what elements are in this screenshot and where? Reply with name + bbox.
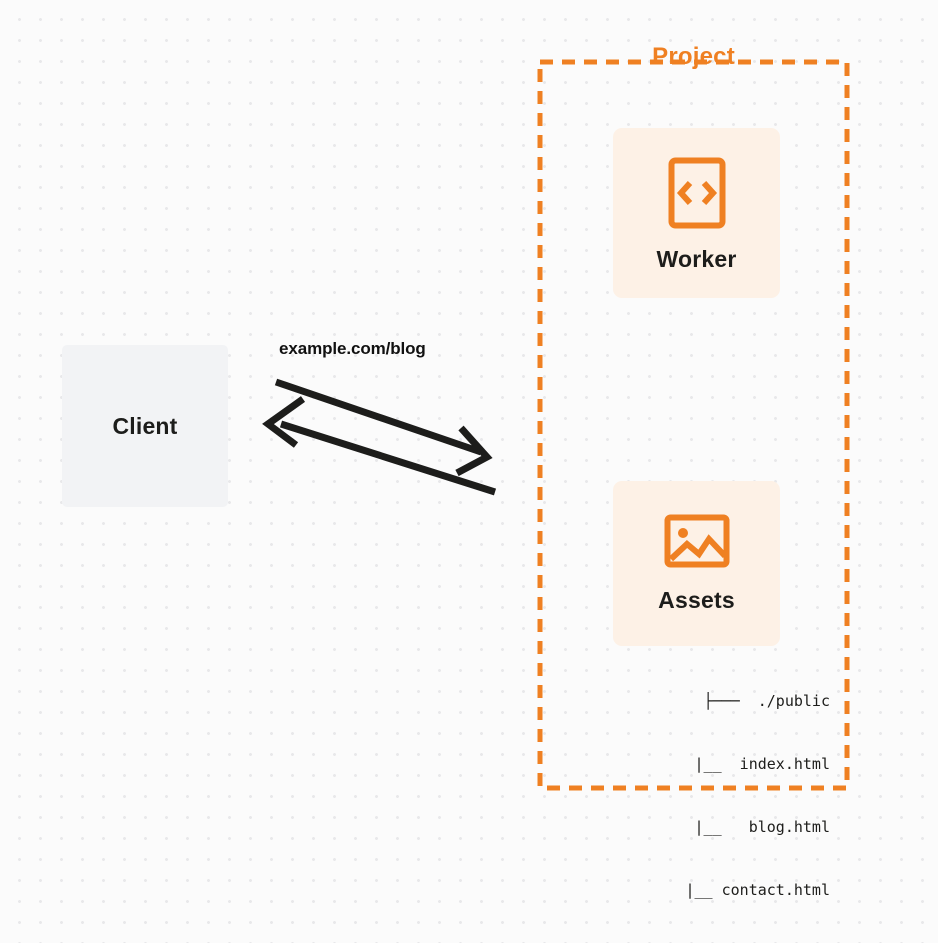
file-tree-row: |__ blog.html (667, 818, 830, 836)
project-dashed-border (537, 59, 850, 791)
file-tree-row: |__ index.html (667, 755, 830, 773)
client-node-label: Client (112, 412, 178, 439)
project-title: Project (652, 43, 735, 70)
worker-node[interactable]: Worker (613, 128, 780, 298)
code-brackets-icon (668, 157, 725, 229)
assets-node-label: Assets (658, 587, 735, 613)
diagram-canvas: Client example.com/blog Project Wor (62, 44, 850, 899)
file-tree-row: ├─── ./public (703, 692, 830, 710)
file-tree-row: |__ contact.html (658, 881, 830, 899)
arrow-left-to-client (262, 396, 497, 496)
arrow-right-to-project (274, 378, 493, 477)
assets-node[interactable]: Assets (613, 481, 780, 646)
project-container: Project Worker Assets ├─── ./public |__ … (537, 45, 850, 899)
client-node[interactable]: Client (62, 345, 228, 507)
connector-arrows (262, 378, 497, 496)
assets-file-tree: ├─── ./public |__ index.html |__ blog.ht… (584, 649, 830, 943)
worker-node-label: Worker (656, 246, 737, 272)
edge-label-url: example.com/blog (279, 339, 426, 358)
image-picture-icon (664, 514, 729, 568)
